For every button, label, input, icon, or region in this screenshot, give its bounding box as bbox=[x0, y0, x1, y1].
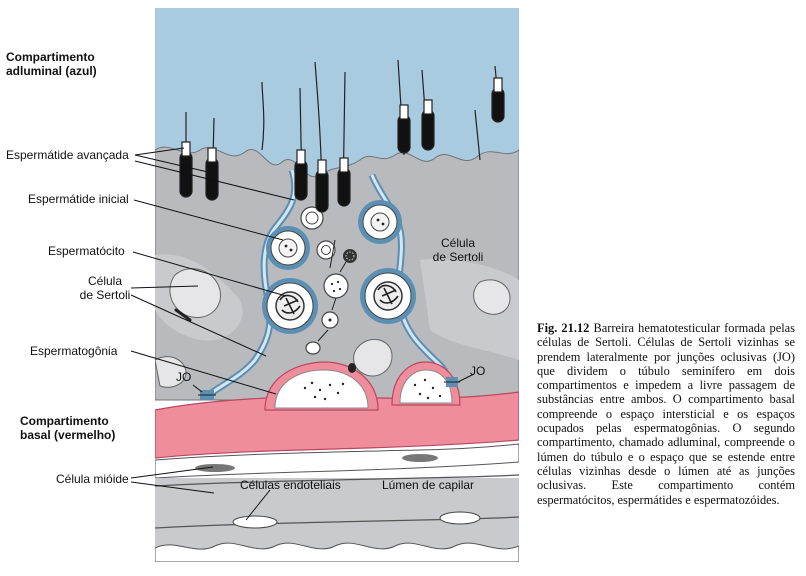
myoid-nucleus-2 bbox=[402, 454, 438, 462]
label-espermatocito: Espermatócito bbox=[48, 244, 125, 258]
sertoli-nucleus-far-right bbox=[473, 279, 511, 315]
jo-junction-right bbox=[444, 377, 460, 387]
label-celula-sertoli-left-line1: Célula bbox=[87, 274, 123, 288]
label-celula-sertoli-right-line2: de Sertoli bbox=[432, 250, 484, 264]
myoid-nucleus-1 bbox=[195, 464, 235, 472]
jo-junction-left bbox=[198, 390, 216, 400]
label-celulas-endoteliais: Células endoteliais bbox=[240, 478, 341, 492]
advanced-spermatids bbox=[179, 59, 505, 213]
myoid-layer bbox=[155, 443, 519, 479]
free-cell-3 bbox=[323, 273, 349, 299]
label-espermatogonia: Espermatogônia bbox=[30, 344, 118, 358]
spermatogonium-right bbox=[391, 361, 461, 406]
free-cell-5 bbox=[305, 341, 321, 355]
sertoli-nucleus-right bbox=[353, 338, 393, 377]
spermatogonium-left bbox=[264, 361, 379, 411]
label-basal-line1: Compartimento bbox=[20, 414, 109, 428]
figure-caption: Fig. 21.12 Barreira hematotesticular for… bbox=[537, 321, 795, 507]
label-espermatide-avancada: Espermátide avançada bbox=[6, 148, 129, 162]
label-adluminal-line2: adluminal (azul) bbox=[6, 64, 97, 78]
caption-figure-number: Fig. 21.12 bbox=[537, 321, 590, 335]
free-cell-dark bbox=[343, 249, 357, 263]
free-cell-2 bbox=[316, 240, 336, 260]
label-adluminal-line1: Compartimento bbox=[6, 50, 95, 64]
free-cell-1 bbox=[300, 206, 324, 230]
early-spermatid-right bbox=[358, 200, 402, 244]
early-spermatid-left bbox=[266, 226, 310, 270]
label-lumen-capilar: Lúmen de capilar bbox=[382, 478, 475, 492]
caption-text: Barreira hematotesticular formada pelas … bbox=[537, 321, 796, 507]
lower-cell-layer bbox=[155, 542, 519, 562]
label-espermatide-inicial: Espermátide inicial bbox=[28, 192, 129, 206]
label-basal-line2: basal (vermelho) bbox=[20, 428, 116, 442]
label-celula-sertoli-right-line1: Célula bbox=[440, 236, 476, 250]
endothelial-nucleus-1 bbox=[232, 515, 278, 529]
label-jo-left: JO bbox=[176, 370, 192, 384]
spermatocyte-left bbox=[262, 278, 318, 334]
label-celula-sertoli-left-line2: de Sertoli bbox=[79, 288, 131, 302]
label-celula-mioide: Célula mióide bbox=[56, 472, 129, 486]
sertoli-nucleus-left bbox=[169, 268, 221, 318]
leader-lines bbox=[130, 147, 475, 521]
label-jo-right: JO bbox=[470, 364, 486, 378]
spermatocyte-right bbox=[360, 268, 416, 324]
endothelial-nucleus-2 bbox=[439, 511, 481, 525]
